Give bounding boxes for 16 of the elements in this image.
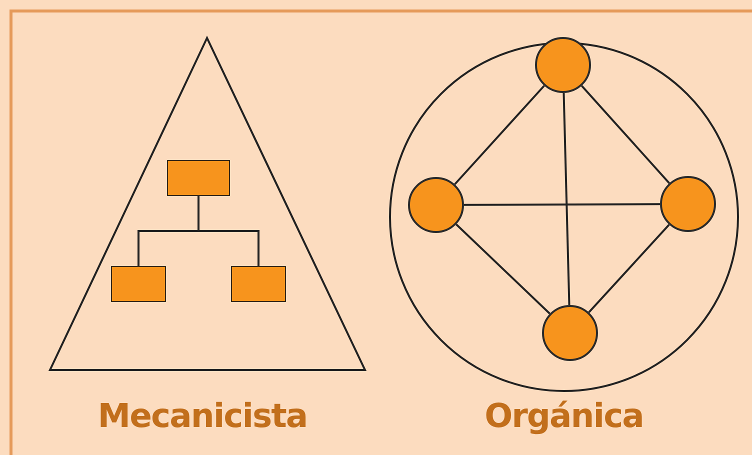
node-circle (660, 176, 716, 232)
connector-line (198, 196, 260, 266)
connector-line (464, 203, 660, 206)
connector-line (456, 224, 550, 314)
org-box (111, 266, 166, 302)
connector-line (562, 92, 570, 306)
diagram-label: Mecanicista (98, 396, 308, 435)
org-box (167, 160, 230, 196)
node-circle (408, 177, 464, 233)
node-circle (535, 37, 591, 93)
diagram-label: Orgánica (484, 396, 644, 435)
connector-line (454, 85, 545, 185)
node-circle (542, 305, 598, 361)
connector-line (588, 224, 670, 314)
connector-line (580, 85, 670, 184)
org-box (231, 266, 286, 302)
